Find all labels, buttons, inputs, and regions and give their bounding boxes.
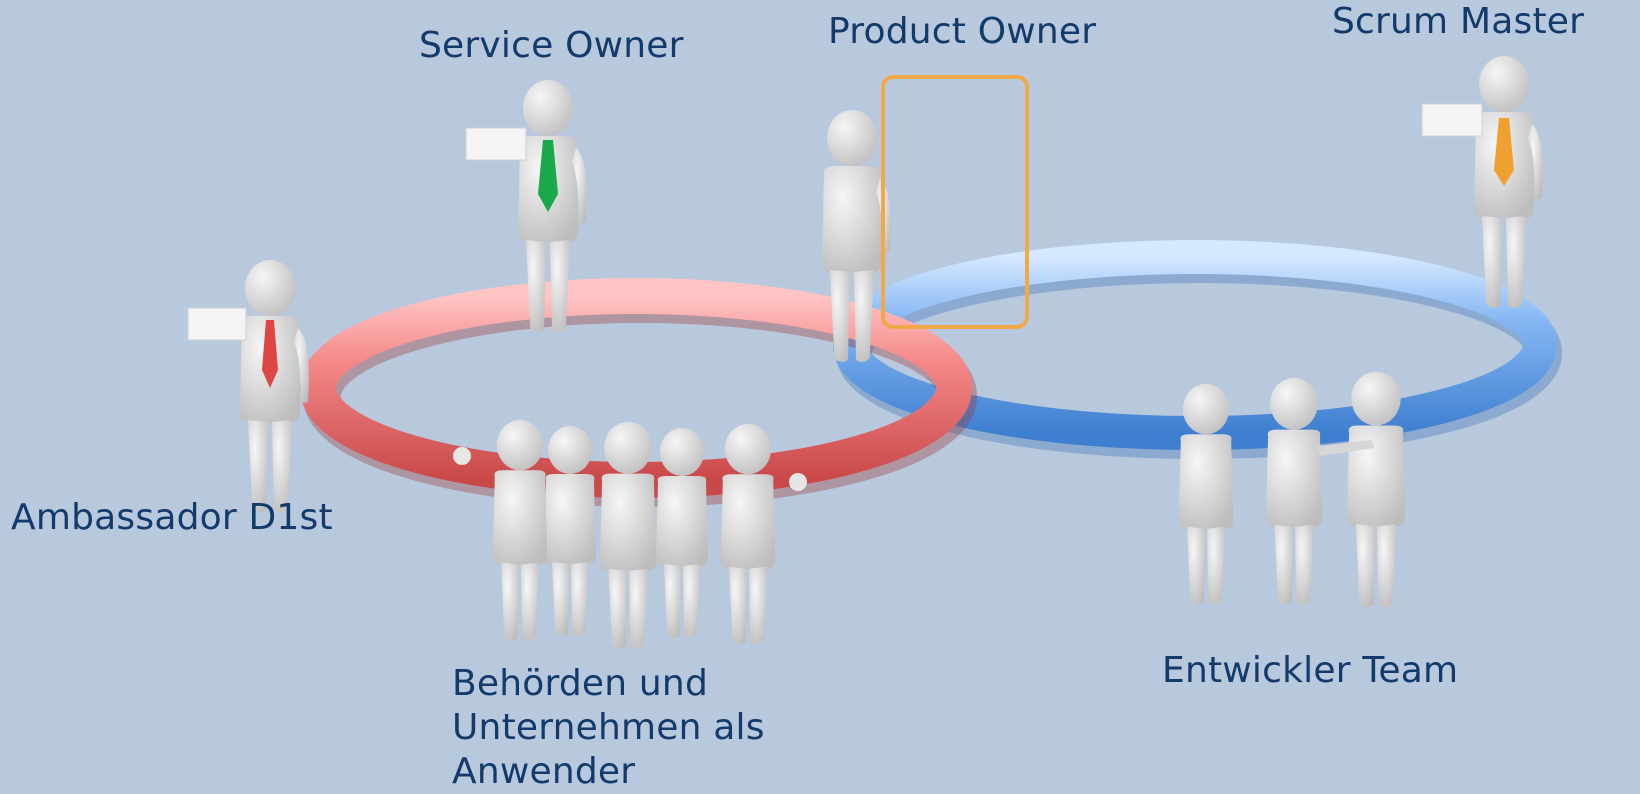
ambassador-figure xyxy=(187,260,309,512)
users-label-line-3: Anwender xyxy=(452,751,636,792)
users-label: Behörden und Unternehmen als Anwender xyxy=(452,662,792,794)
product-owner-label: Product Owner xyxy=(828,11,1097,52)
service-owner-figure xyxy=(465,80,587,332)
product-owner-frame xyxy=(881,75,1029,329)
dev-team-label: Entwickler Team xyxy=(1162,650,1459,691)
scrum-master-label: Scrum Master xyxy=(1332,1,1585,42)
green-tie-icon xyxy=(538,140,558,212)
blank-card-icon xyxy=(1421,103,1483,137)
red-tie-icon xyxy=(262,320,278,388)
users-group xyxy=(453,419,807,649)
developer-team-group xyxy=(1178,371,1406,607)
scrum-master-figure xyxy=(1421,56,1543,308)
ambassador-label: Ambassador D1st xyxy=(11,497,333,538)
service-owner-label: Service Owner xyxy=(419,25,684,66)
users-label-line-2: Unternehmen als xyxy=(452,707,765,748)
orange-tie-icon xyxy=(1494,118,1514,186)
blank-card-icon xyxy=(187,307,247,341)
users-label-line-1: Behörden und xyxy=(452,663,708,704)
blank-card-icon xyxy=(465,127,527,161)
